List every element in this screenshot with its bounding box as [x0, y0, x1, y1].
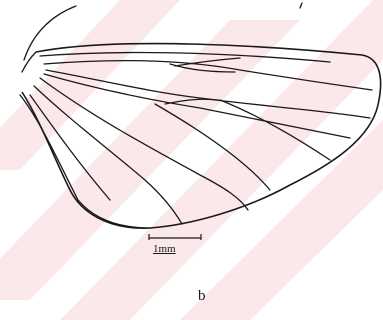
vein-radius	[44, 61, 372, 90]
wing-outline	[22, 44, 381, 229]
scale-bar	[149, 234, 201, 240]
vein-media-1	[46, 70, 370, 118]
costa-arc	[24, 6, 76, 60]
vein-media-4	[155, 104, 270, 190]
vein-media-3	[220, 100, 330, 160]
vein-media-2	[44, 74, 350, 138]
figure-panel-label: b	[198, 288, 206, 304]
wing-base	[22, 52, 36, 72]
scale-bar-label: 1mm	[153, 243, 176, 255]
tick-mark	[300, 3, 302, 8]
vein-subcosta	[40, 53, 330, 62]
